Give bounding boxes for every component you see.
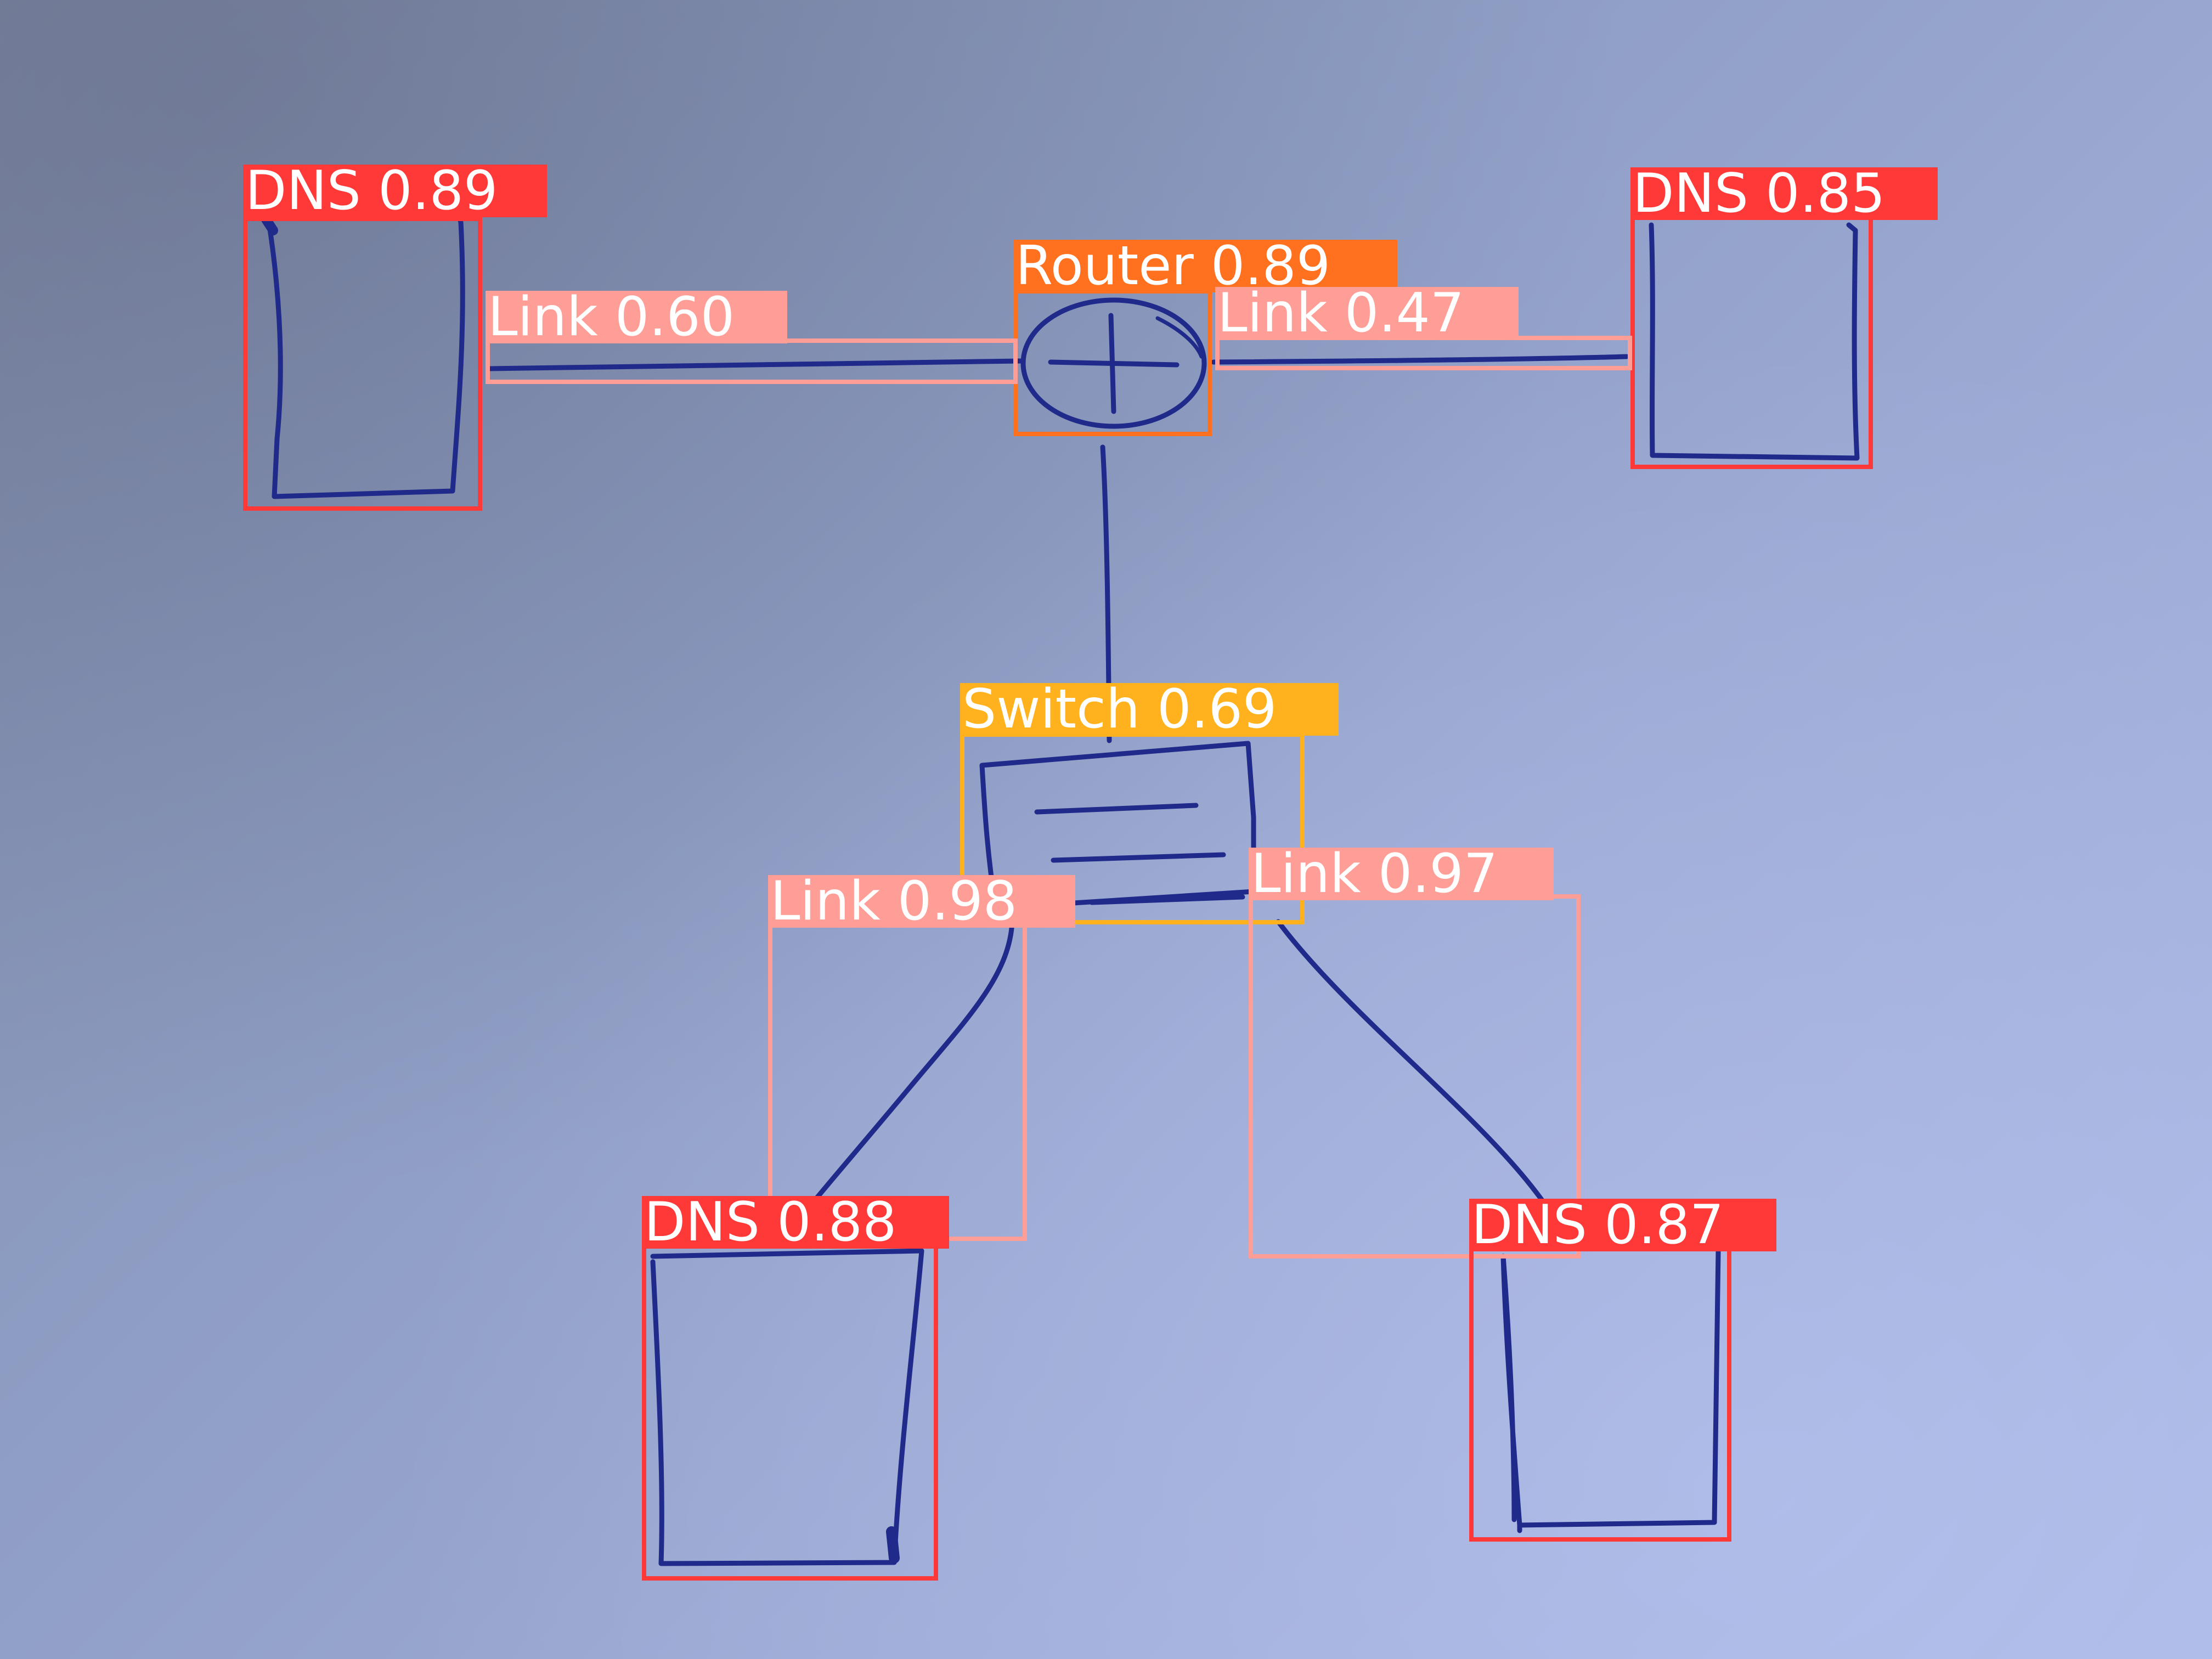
link-left-box <box>486 338 1018 384</box>
dns-bottom-left-label: DNS 0.88 <box>642 1196 949 1249</box>
dns-bottom-left-box <box>642 1243 938 1581</box>
link-left-sketch <box>486 358 1023 371</box>
dns-bottom-right-sketch <box>1500 1248 1721 1533</box>
link-bottom-left-box <box>768 917 1027 1241</box>
link-right-label: Link 0.47 <box>1215 287 1519 340</box>
link-right-box <box>1215 336 1632 370</box>
dns-top-right-label: DNS 0.85 <box>1630 167 1938 220</box>
dns-top-left-sketch <box>266 211 465 499</box>
dns-top-left-label: DNS 0.89 <box>243 165 547 217</box>
dns-top-right-sketch <box>1649 222 1860 461</box>
router-box <box>1013 289 1212 436</box>
link-bottom-right-label: Link 0.97 <box>1249 848 1554 900</box>
dns-bottom-right-box <box>1469 1245 1731 1542</box>
link-bottom-left-sketch <box>795 919 1015 1223</box>
switch-label: Switch 0.69 <box>960 683 1339 736</box>
link-right-sketch <box>1211 354 1629 365</box>
dns-bottom-right-label: DNS 0.87 <box>1469 1199 1776 1251</box>
link-bottom-left-label: Link 0.98 <box>768 875 1075 928</box>
link-left-label: Link 0.60 <box>486 291 787 343</box>
dns-top-right-box <box>1630 215 1873 469</box>
router-label: Router 0.89 <box>1013 240 1397 292</box>
link-bottom-right-sketch <box>1276 919 1555 1218</box>
dns-top-left-box <box>243 217 482 511</box>
router-sketch <box>1020 297 1207 429</box>
